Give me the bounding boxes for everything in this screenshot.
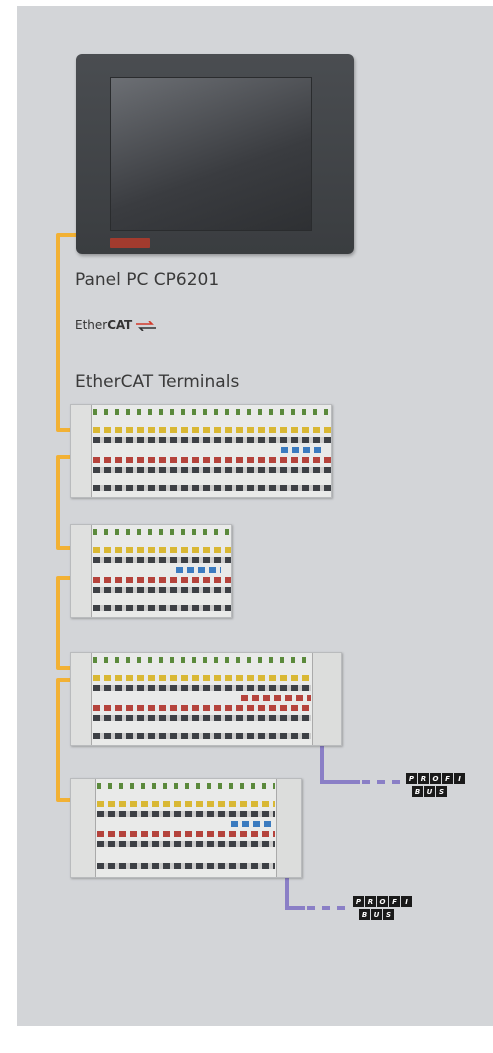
terminal-block-4 <box>70 778 302 878</box>
ethercat-terminals-label: EtherCAT Terminals <box>75 372 240 392</box>
profibus-logo-2: P R O F I B U S <box>353 896 417 922</box>
terminal-block-2 <box>70 524 232 618</box>
terminal-block-2-coupler <box>71 525 92 617</box>
terminal-block-4-coupler <box>71 779 96 877</box>
panel-pc-label: Panel PC CP6201 <box>75 270 220 290</box>
ethercat-cable-pc-to-terminal1 <box>56 233 82 432</box>
terminal-block-3-coupler <box>71 653 92 745</box>
profibus-master-module-1 <box>312 653 341 745</box>
terminal-block-1-coupler <box>71 405 92 497</box>
ethercat-arrows-icon <box>135 319 156 332</box>
profibus-logo-1: P R O F I B U S <box>406 773 470 799</box>
ethercat-logo-suffix: CAT <box>107 318 132 332</box>
terminal-block-3 <box>70 652 342 746</box>
terminal-block-1 <box>70 404 332 498</box>
ethercat-logo-prefix: Ether <box>75 318 108 332</box>
profibus-master-module-2 <box>276 779 301 877</box>
ethercat-logo: EtherCAT <box>75 318 156 332</box>
panel-pc-brand-logo <box>110 238 150 248</box>
panel-pc-screen <box>110 77 312 231</box>
